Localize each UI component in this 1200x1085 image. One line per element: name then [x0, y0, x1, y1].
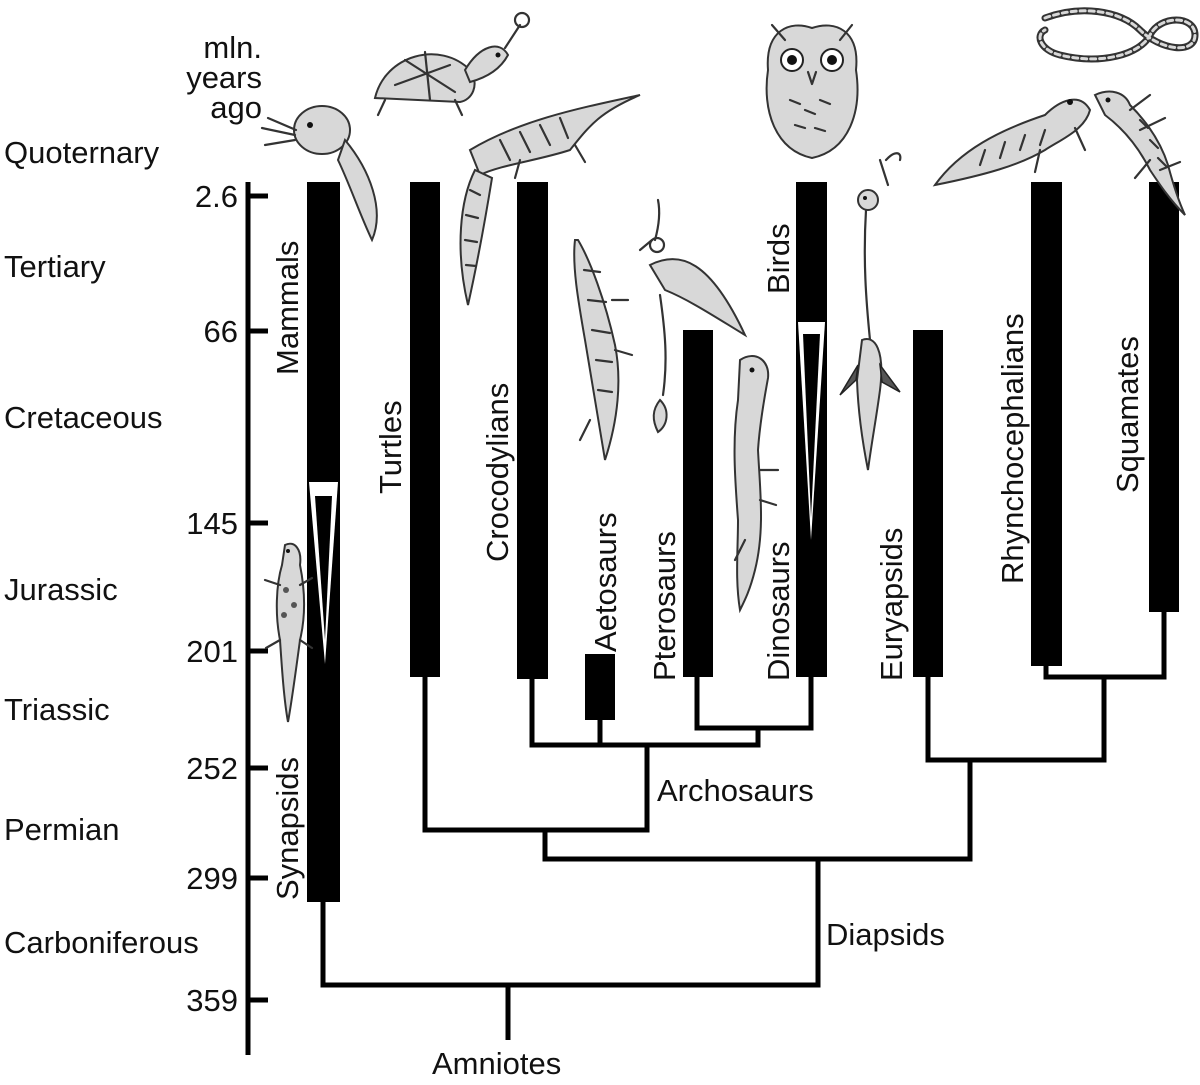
lizard-icon [263, 542, 314, 723]
taxon-label-euryapsids: Euryapsids [874, 528, 909, 681]
clade-label-amniotes: Amniotes [432, 1046, 561, 1081]
lineage-bars [307, 182, 1179, 902]
dinosaur-icon [733, 355, 780, 614]
bar-crocodylians [517, 182, 548, 679]
taxon-label-turtles: Turtles [373, 400, 408, 494]
period-label: Quoternary [4, 135, 160, 170]
axis-title-line: mln. [203, 30, 262, 65]
bar-squamates [1149, 182, 1179, 612]
taxon-label-aetosaurs: Aetosaurs [588, 512, 623, 652]
taxon-label-pterosaurs: Pterosaurs [647, 531, 682, 681]
squirrel-icon [260, 105, 378, 243]
period-label: Permian [4, 812, 119, 847]
bar-euryapsids [913, 330, 943, 677]
axis-title-line: ago [210, 90, 262, 125]
taxon-label-rhynchocephalians: Rhynchocephalians [995, 313, 1030, 584]
illustrations [260, 7, 1199, 723]
period-labels: Quoternary Tertiary Cretaceous Jurassic … [4, 135, 199, 960]
clade-label-archosaurs: Archosaurs [657, 773, 814, 808]
taxon-label-crocodylians: Crocodylians [480, 383, 515, 562]
period-label: Triassic [4, 692, 110, 727]
axis-title-line: years [186, 60, 262, 95]
bar-pterosaurs [683, 330, 713, 677]
turtle-icon [373, 11, 531, 117]
tick-label: 201 [186, 634, 238, 669]
period-label: Carboniferous [4, 925, 199, 960]
tick-label: 2.6 [195, 179, 238, 214]
tree-connectors [320, 612, 1167, 1040]
taxon-label-squamates: Squamates [1110, 336, 1145, 493]
crocodile-icon [459, 94, 641, 306]
taxon-label-dinosaurs: Dinosaurs [761, 541, 796, 681]
pterosaur-icon [638, 198, 748, 434]
gecko-icon [1093, 90, 1186, 216]
tuatara-icon [932, 98, 1092, 187]
aetosaur-icon [573, 239, 634, 461]
tick-label: 66 [204, 314, 238, 349]
period-label: Cretaceous [4, 400, 163, 435]
tick-label: 252 [186, 751, 238, 786]
period-label: Jurassic [4, 572, 118, 607]
plesiosaur-icon [839, 152, 902, 471]
period-label: Tertiary [4, 249, 106, 284]
taxon-label-birds: Birds [761, 223, 796, 294]
bar-aetosaurs [585, 654, 615, 720]
tick-label: 145 [186, 506, 238, 541]
bar-turtles [410, 182, 440, 677]
bar-rhynchocephalians [1031, 182, 1062, 666]
taxon-labels: Mammals Synapsids Turtles Crocodylians A… [270, 223, 1145, 900]
clade-label-diapsids: Diapsids [826, 917, 945, 952]
tick-label: 359 [186, 983, 238, 1018]
time-axis: 2.6 66 145 201 252 299 359 mln. years ag… [186, 30, 268, 1055]
snake-icon [1036, 7, 1199, 63]
tick-label: 299 [186, 861, 238, 896]
clade-labels: Archosaurs Diapsids Amniotes [432, 773, 945, 1081]
owl-icon [765, 23, 859, 160]
taxon-label-synapsids: Synapsids [270, 757, 305, 900]
taxon-label-mammals: Mammals [270, 241, 305, 375]
